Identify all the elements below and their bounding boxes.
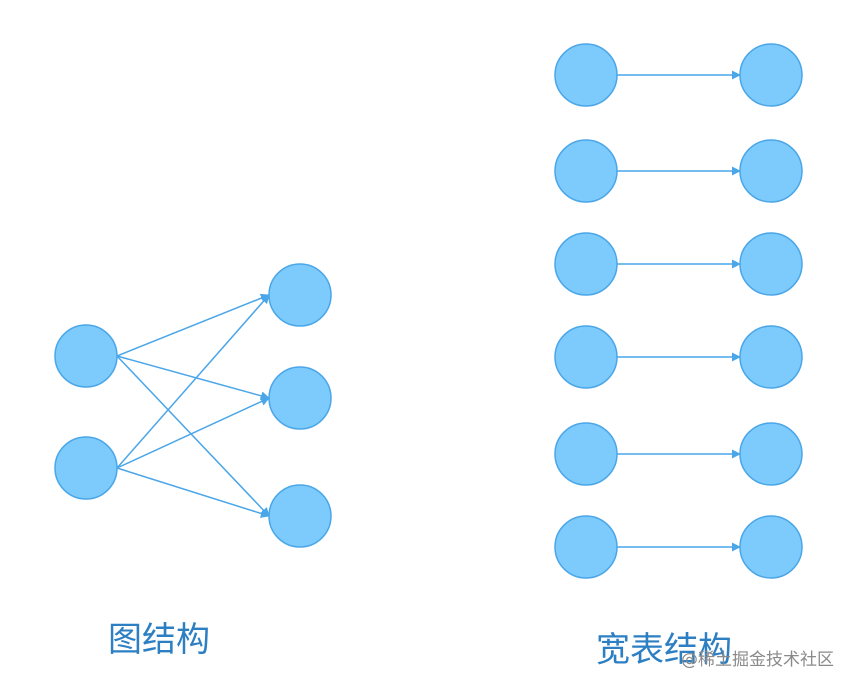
graph-edge-a1-b1 [116, 293, 270, 357]
wide-left-node-6 [554, 515, 618, 579]
graph-structure-label: 图结构 [108, 620, 210, 660]
watermark: @稀土掘金技术社区 [681, 650, 834, 670]
graph-edge-a2-b3 [116, 467, 270, 518]
graph-node-a2 [54, 436, 118, 500]
wide-left-node-1 [554, 43, 618, 107]
wide-right-node-1 [739, 43, 803, 107]
graph-node-b1 [268, 263, 332, 327]
wide-table-structure-label: 宽表结构 [596, 630, 732, 670]
graph-edge-a2-b2 [116, 397, 270, 469]
wide-right-node-5 [739, 422, 803, 486]
graph-node-b3 [268, 484, 332, 548]
wide-left-node-5 [554, 422, 618, 486]
wide-right-node-2 [739, 139, 803, 203]
wide-right-node-6 [739, 515, 803, 579]
graph-edge-a1-b3 [116, 355, 270, 517]
wide-left-node-4 [554, 325, 618, 389]
graph-edge-a1-b2 [116, 355, 270, 401]
wide-left-node-3 [554, 232, 618, 296]
wide-right-node-3 [739, 232, 803, 296]
wide-right-node-4 [739, 325, 803, 389]
graph-edge-a2-b1 [116, 294, 270, 469]
graph-node-b2 [268, 366, 332, 430]
graph-node-a1 [54, 324, 118, 388]
wide-left-node-2 [554, 139, 618, 203]
